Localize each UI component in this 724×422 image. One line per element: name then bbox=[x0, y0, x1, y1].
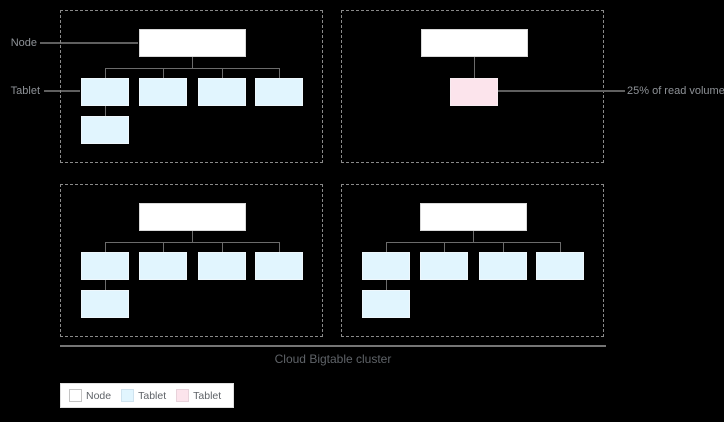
tablet-box bbox=[536, 252, 584, 280]
connector-line bbox=[386, 280, 387, 290]
legend-item-tablet: Tablet bbox=[121, 389, 166, 402]
connector-line bbox=[222, 68, 223, 78]
tablet-box bbox=[420, 252, 468, 280]
tablet-box bbox=[198, 252, 246, 280]
legend-item-hot-tablet: Tablet bbox=[176, 389, 221, 402]
legend-item-node: Node bbox=[69, 389, 111, 402]
legend-label: Tablet bbox=[138, 389, 167, 402]
node-box bbox=[139, 29, 246, 57]
cluster-separator-line bbox=[60, 345, 606, 347]
connector-line bbox=[279, 68, 280, 78]
tablet-box bbox=[255, 252, 303, 280]
tablet-leader-line bbox=[44, 90, 80, 92]
connector-line bbox=[222, 242, 223, 252]
read-volume-label: 25% of read volume bbox=[627, 85, 724, 97]
tablet-box bbox=[81, 116, 129, 144]
tablet-box bbox=[479, 252, 527, 280]
connector-line bbox=[386, 242, 387, 252]
connector-line bbox=[105, 68, 280, 69]
connector-line bbox=[279, 242, 280, 252]
tablet-box bbox=[255, 78, 303, 106]
node-label: Node bbox=[10, 37, 37, 49]
node-leader-line bbox=[40, 42, 138, 44]
tablet-box bbox=[362, 252, 410, 280]
node-group-2 bbox=[341, 10, 604, 163]
node-box bbox=[139, 203, 246, 231]
read-volume-leader-line bbox=[498, 90, 625, 92]
legend: Node Tablet Tablet bbox=[60, 383, 234, 408]
legend-label: Node bbox=[86, 389, 112, 402]
tablet-swatch bbox=[121, 389, 135, 402]
connector-line bbox=[192, 57, 193, 69]
tablet-box bbox=[139, 78, 187, 106]
cluster-caption: Cloud Bigtable cluster bbox=[274, 352, 392, 366]
connector-line bbox=[163, 242, 164, 252]
connector-line bbox=[105, 106, 106, 116]
connector-line bbox=[105, 242, 106, 252]
tablet-box bbox=[81, 252, 129, 280]
node-swatch bbox=[69, 389, 82, 402]
tablet-box bbox=[198, 78, 246, 106]
tablet-box bbox=[81, 290, 129, 318]
node-box bbox=[421, 29, 528, 57]
tablet-box bbox=[362, 290, 410, 318]
legend-label: Tablet bbox=[193, 389, 222, 402]
connector-line bbox=[192, 231, 193, 243]
tablet-box bbox=[139, 252, 187, 280]
connector-line bbox=[163, 68, 164, 78]
hot-tablet-swatch bbox=[176, 389, 190, 402]
connector-line bbox=[444, 242, 445, 252]
connector-line bbox=[105, 242, 280, 243]
node-group-4 bbox=[341, 184, 604, 337]
connector-line bbox=[386, 242, 561, 243]
tablet-box bbox=[81, 78, 129, 106]
connector-line bbox=[105, 280, 106, 290]
connector-line bbox=[474, 57, 475, 78]
node-group-3 bbox=[60, 184, 323, 337]
hot-tablet-box bbox=[450, 78, 498, 106]
connector-line bbox=[503, 242, 504, 252]
connector-line bbox=[473, 231, 474, 243]
connector-line bbox=[560, 242, 561, 252]
node-group-1 bbox=[60, 10, 323, 163]
connector-line bbox=[105, 68, 106, 78]
node-box bbox=[420, 203, 527, 231]
tablet-label: Tablet bbox=[10, 85, 40, 97]
